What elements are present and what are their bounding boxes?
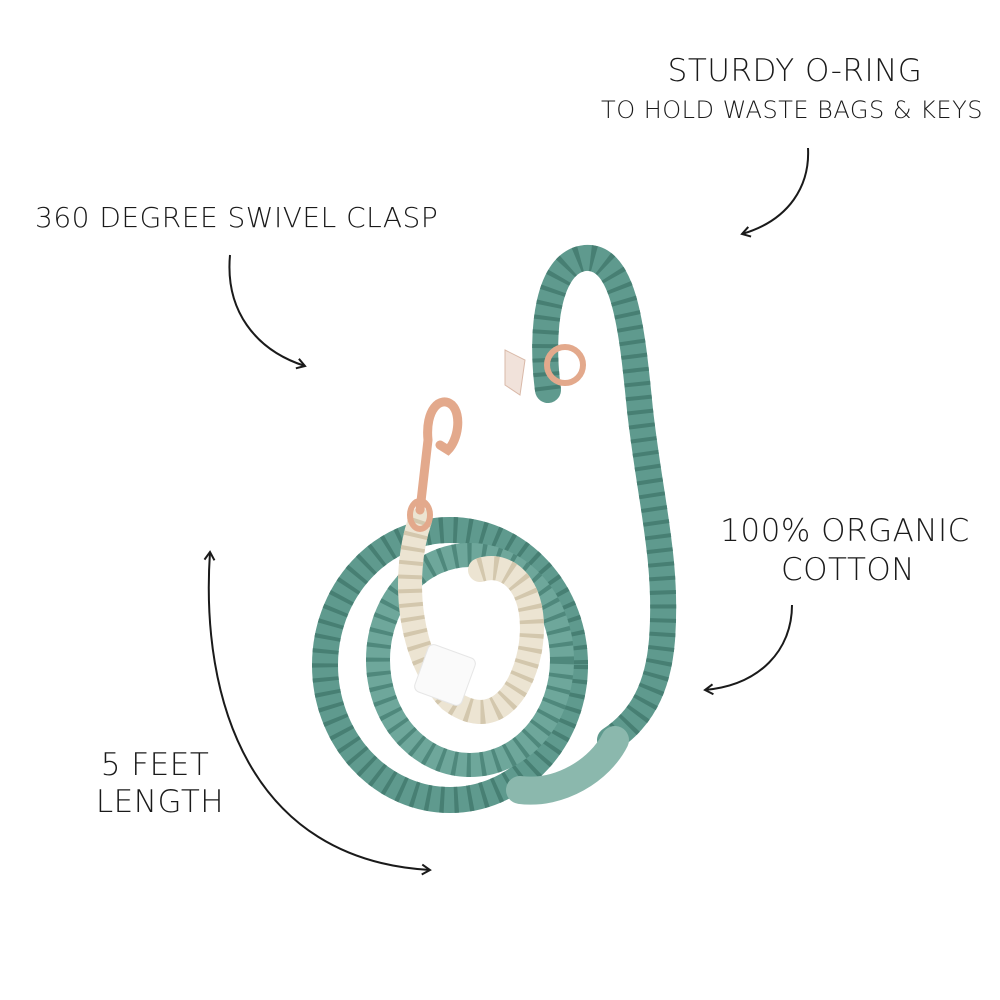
cotton-callout-line2: COTTON bbox=[781, 552, 915, 588]
cotton-callout-line1: 100% ORGANIC bbox=[720, 513, 970, 549]
length-callout-line2: LENGTH bbox=[95, 784, 225, 820]
o-ring bbox=[544, 344, 586, 386]
leash-handle bbox=[532, 245, 677, 753]
oring-callout-subtitle: TO HOLD WASTE BAGS & KEYS bbox=[601, 96, 983, 124]
arrow-oring bbox=[740, 147, 810, 238]
arrow-cotton bbox=[703, 604, 793, 696]
length-callout-line1: 5 FEET bbox=[100, 747, 210, 783]
oring-callout-title: STURDY O-RING bbox=[667, 53, 923, 89]
swivel-clasp bbox=[407, 397, 463, 532]
clasp-callout: 360 DEGREE SWIVEL CLASP bbox=[35, 201, 439, 234]
leash-coils bbox=[312, 508, 629, 813]
tag-charm bbox=[504, 349, 526, 396]
arrow-clasp bbox=[228, 254, 307, 370]
arrow-length bbox=[203, 550, 432, 876]
